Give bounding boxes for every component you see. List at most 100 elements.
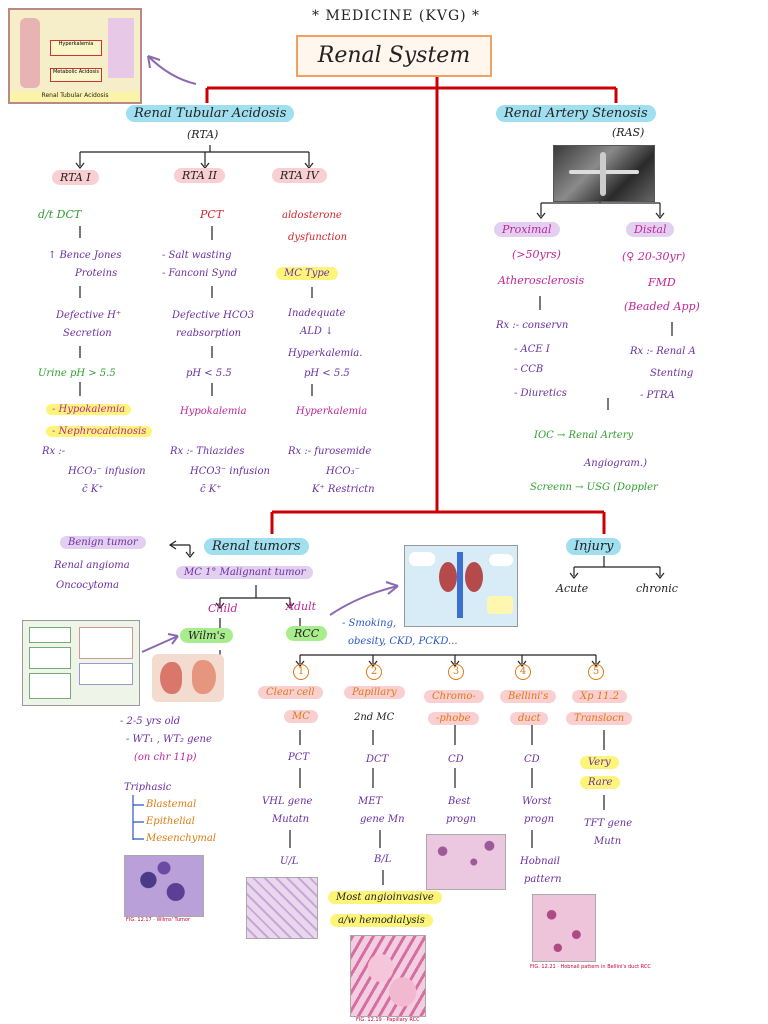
tumors-mc: MC 1° Malignant tumor bbox=[176, 566, 314, 579]
rta-1-ph: Urine pH > 5.5 bbox=[38, 368, 116, 379]
rta-2-site: PCT bbox=[200, 208, 224, 221]
rcc-type-2-num: 2 bbox=[366, 664, 382, 680]
ras-proximal-rx-2: - ACE I bbox=[514, 344, 550, 355]
ras-distal-rx-2: Stenting bbox=[650, 368, 694, 379]
rcc-type-3-site: CD bbox=[448, 754, 464, 765]
ras-screen: Screenn → USG (Doppler bbox=[530, 482, 658, 493]
rta-summary-thumbnail: Hyperkalemia Metabolic Acidosis Renal Tu… bbox=[8, 8, 142, 104]
rta-1-rx-1: Rx :- bbox=[42, 446, 66, 457]
rcc-type-1-name-1: Clear cell bbox=[258, 686, 323, 699]
rcc-type-2-note-1: B/L bbox=[374, 854, 392, 865]
tumors-benign-1: Renal angioma bbox=[54, 560, 130, 571]
triphasic-label: Triphasic bbox=[124, 782, 172, 793]
clear-cell-histology-image bbox=[246, 877, 318, 939]
rta-1-label: RTA I bbox=[52, 170, 99, 185]
rcc-type-2-name-1: Papillary bbox=[344, 686, 405, 699]
rta-4-rx-2: HCO₃⁻ bbox=[326, 466, 360, 477]
rta-4-cause-1: dysfunction bbox=[288, 232, 348, 243]
rta-1-defect-1: Defective H⁺ bbox=[56, 310, 122, 321]
rcc-type-4-name-2: duct bbox=[510, 712, 549, 725]
wilms-summary-thumbnail bbox=[22, 620, 140, 706]
rcc-type-4-gene-2: progn bbox=[524, 814, 555, 825]
subject-header: * MEDICINE (KVG) * bbox=[312, 8, 481, 24]
papillary-hist-caption: FIG. 12.19 · Papillary RCC bbox=[356, 1017, 420, 1023]
rta-2-rx-3: c̄ K⁺ bbox=[200, 484, 222, 495]
bellini-hist-caption: FIG. 12.21 · Hobnail pattern in Bellini'… bbox=[530, 964, 651, 970]
rcc-type-3-gene-2: progn bbox=[446, 814, 477, 825]
rcc-type-1-gene-2: Mutatn bbox=[272, 814, 310, 825]
rta-2-rx-1: Rx :- Thiazides bbox=[170, 446, 245, 457]
tumors-title: Renal tumors bbox=[204, 538, 309, 555]
ras-proximal-rx-3: - CCB bbox=[514, 364, 544, 375]
injury-chronic: chronic bbox=[636, 582, 678, 595]
ras-abbr: (RAS) bbox=[612, 126, 645, 139]
ras-ioc-2: Angiogram.) bbox=[584, 458, 647, 469]
rcc-type-2-site: DCT bbox=[366, 754, 389, 765]
rcc-type-4-gene-1: Worst bbox=[522, 796, 552, 807]
wilms-note-1: - 2-5 yrs old bbox=[120, 716, 181, 727]
rcc-angio-1: Most angioinvasive bbox=[328, 891, 442, 904]
rcc-type-3-name-2: -phobe bbox=[428, 712, 479, 725]
wilms-note-2: - WT₁ , WT₂ gene bbox=[126, 734, 212, 745]
ras-distal-line-3: (Beaded App) bbox=[624, 300, 700, 313]
rta-1-cause-2: Proteins bbox=[75, 268, 118, 279]
rcc-type-1-num: 1 bbox=[293, 664, 309, 680]
rta-2-ph: pH < 5.5 bbox=[186, 368, 232, 379]
rta-4-lyte-1: Hyperkalemia bbox=[296, 406, 368, 417]
rcc-type-5-name-2: Translocn bbox=[566, 712, 633, 725]
wilms-hist-caption: FIG. 12.17 · Wilms' Tumor bbox=[126, 917, 190, 923]
tumors-benign-2: Oncocytoma bbox=[56, 580, 119, 591]
tumors-child: Child bbox=[208, 602, 238, 615]
rcc-type-3-num: 3 bbox=[448, 664, 464, 680]
triphasic-3: Mesenchymal bbox=[146, 833, 216, 844]
tumors-rcc: RCC bbox=[286, 626, 328, 641]
rta-1-rx-3: c̄ K⁺ bbox=[82, 484, 104, 495]
rcc-type-4-name-1: Bellini's bbox=[500, 690, 557, 703]
ras-angiogram-image bbox=[553, 145, 655, 202]
rta-1-defect-2: Secretion bbox=[63, 328, 112, 339]
ras-distal-rx-1: Rx :- Renal A bbox=[630, 346, 696, 357]
rcc-type-5-gene-1: Very bbox=[580, 756, 619, 769]
ras-proximal-line-1: (>50yrs) bbox=[512, 248, 561, 261]
rta-2-cause-1: - Salt wasting bbox=[162, 250, 232, 261]
ras-title: Renal Artery Stenosis bbox=[496, 105, 656, 122]
rcc-type-5-num: 5 bbox=[588, 664, 604, 680]
rta-2-rx-2: HCO3⁻ infusion bbox=[190, 466, 270, 477]
rta-1-rx-2: HCO₃⁻ infusion bbox=[68, 466, 146, 477]
rcc-type-4-note-1: Hobnail bbox=[520, 856, 560, 867]
rta-4-ph: pH < 5.5 bbox=[304, 368, 350, 379]
rta-4-site: aldosterone bbox=[282, 210, 342, 221]
rcc-type-1-note-1: U/L bbox=[280, 856, 299, 867]
rcc-type-3-name-1: Chromo- bbox=[424, 690, 484, 703]
tumors-risk-2: obesity, CKD, PCKD... bbox=[348, 636, 458, 647]
tumors-adult: Adult bbox=[286, 600, 317, 613]
page-title: Renal System bbox=[296, 35, 492, 77]
rta-2-defect-1: Defective HCO3 bbox=[172, 310, 255, 321]
rcc-angio-2: a/w hemodialysis bbox=[330, 914, 433, 927]
rta-4-rx-3: K⁺ Restrictn bbox=[312, 484, 375, 495]
ras-proximal-rx-1: Rx :- conservn bbox=[496, 320, 569, 331]
triphasic-1: Blastemal bbox=[146, 799, 197, 810]
rcc-type-3-gene-1: Best bbox=[448, 796, 471, 807]
thumb-label-1: Hyperkalemia bbox=[50, 40, 102, 56]
rta-4-defect-1: Inadequate bbox=[288, 308, 346, 319]
rta-title: Renal Tubular Acidosis bbox=[126, 105, 295, 122]
rcc-infographic bbox=[404, 545, 518, 627]
thumb-label-2: Metabolic Acidosis bbox=[50, 68, 102, 82]
ras-distal-line-2: FMD bbox=[648, 276, 676, 289]
rcc-type-5-note-1: TFT gene bbox=[584, 818, 633, 829]
ras-ioc-1: IOC → Renal Artery bbox=[534, 430, 634, 441]
rta-4-defect-2: ALD ↓ bbox=[300, 326, 334, 337]
ras-proximal-label: Proximal bbox=[494, 222, 560, 237]
rta-1-lyte-1: - Hypokalemia bbox=[46, 404, 132, 415]
ras-distal-line-1: (♀ 20-30yr) bbox=[622, 250, 686, 263]
rta-1-cause-1: ↑ Bence Jones bbox=[48, 250, 122, 261]
ras-distal-rx-3: - PTRA bbox=[640, 390, 675, 401]
rcc-type-4-site: CD bbox=[524, 754, 540, 765]
rta-2-lyte-1: Hypokalemia bbox=[180, 406, 247, 417]
rta-4-cause-2: MC Type bbox=[276, 267, 338, 280]
tumors-risk-1: - Smoking, bbox=[342, 618, 397, 629]
ras-distal-label: Distal bbox=[626, 222, 675, 237]
rta-4-defect-3: Hyperkalemia. bbox=[288, 348, 363, 359]
rta-2-label: RTA II bbox=[174, 168, 225, 183]
